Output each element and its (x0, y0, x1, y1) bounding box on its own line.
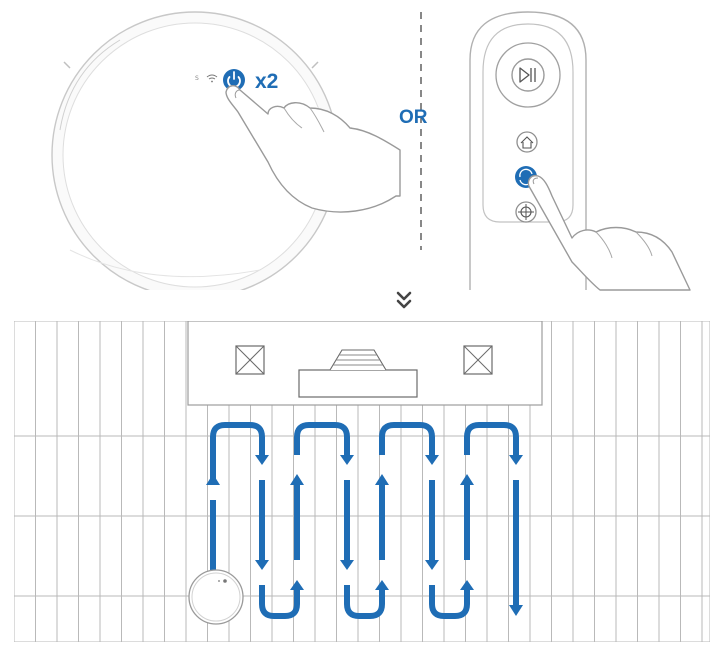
hand-pressing-robot-icon (225, 85, 401, 213)
double-chevron-down-icon (396, 291, 412, 309)
press-twice-label: x2 (255, 70, 279, 93)
spot-clean-button[interactable] (515, 201, 537, 223)
path-arrowheads (206, 455, 523, 616)
home-button[interactable] (516, 131, 538, 153)
wifi-icon (206, 74, 218, 83)
or-label: OR (399, 107, 428, 128)
right-speaker-icon (463, 345, 493, 375)
robot-top-view (51, 11, 339, 290)
robot-status-letter: S (195, 75, 199, 82)
hand-pressing-remote-icon (527, 174, 691, 291)
play-pause-button[interactable] (511, 58, 545, 92)
tv-icon (298, 349, 418, 398)
left-speaker-icon (235, 345, 265, 375)
robot-vacuum-on-floor (188, 569, 244, 625)
cleaning-path (210, 422, 519, 619)
floor-plan (14, 321, 710, 642)
